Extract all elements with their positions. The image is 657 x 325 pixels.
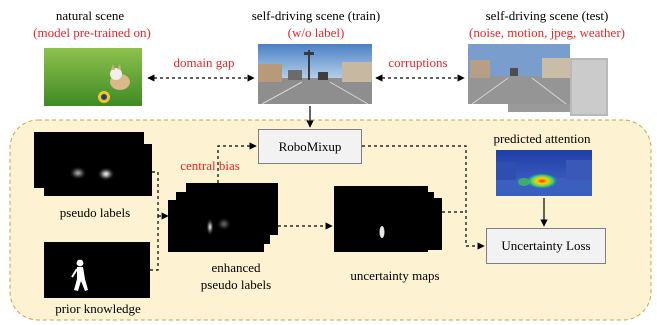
uncertainty-loss-label: Uncertainty Loss <box>501 238 591 253</box>
train-scene-subtitle: (w/o label) <box>287 25 345 40</box>
enhanced-to-robomixup-arrow <box>217 142 257 183</box>
prior-knowledge-connector <box>150 216 159 271</box>
domain-gap-label: domain gap <box>173 55 235 70</box>
enhanced-label-map-front <box>168 200 264 252</box>
robomixup-label: RoboMixup <box>278 138 342 154</box>
uncertainty-maps-label: uncertainty maps <box>350 268 440 283</box>
corruptions-label: corruptions <box>388 55 448 70</box>
test-scene-title: self-driving scene (test) <box>485 8 609 23</box>
test-scene-subtitle: (noise, motion, jpeg, weather) <box>469 25 625 40</box>
train-scene-image <box>258 44 372 104</box>
uncertainty-loss-block: Uncertainty Loss <box>486 228 606 264</box>
uncertainty-map-front <box>334 186 428 252</box>
natural-scene-image <box>44 48 142 106</box>
central-bias-label: central bias <box>180 158 240 173</box>
predicted-attention-label: predicted attention <box>493 131 591 146</box>
pseudo-label-heatmap <box>69 166 115 181</box>
natural-scene-title: natural scene <box>55 8 125 23</box>
test-scene-image-stack <box>468 44 608 116</box>
train-scene-title: self-driving scene (train) <box>251 8 381 23</box>
pseudo-labels-connector <box>152 171 159 216</box>
uncertainty-heatmap <box>379 226 385 238</box>
predicted-attention-image <box>496 150 592 196</box>
robomixup-block: RoboMixup <box>258 129 362 164</box>
pseudo-label-map-front <box>44 144 152 196</box>
prior-knowledge-label: prior knowledge <box>55 301 141 316</box>
enhanced-label-line1: enhanced <box>211 260 261 275</box>
prior-knowledge-map <box>44 242 150 298</box>
enhanced-label-heatmap <box>206 217 232 236</box>
robomixup-to-loss-arrow <box>362 145 485 250</box>
natural-scene-subtitle: (model pre-trained on) <box>33 25 151 40</box>
ball-figure <box>98 91 110 103</box>
enhanced-label-line2: pseudo labels <box>200 277 272 292</box>
pedestrian-silhouette <box>71 259 88 291</box>
pseudo-labels-label: pseudo labels <box>59 205 131 220</box>
cat-figure <box>110 64 130 90</box>
